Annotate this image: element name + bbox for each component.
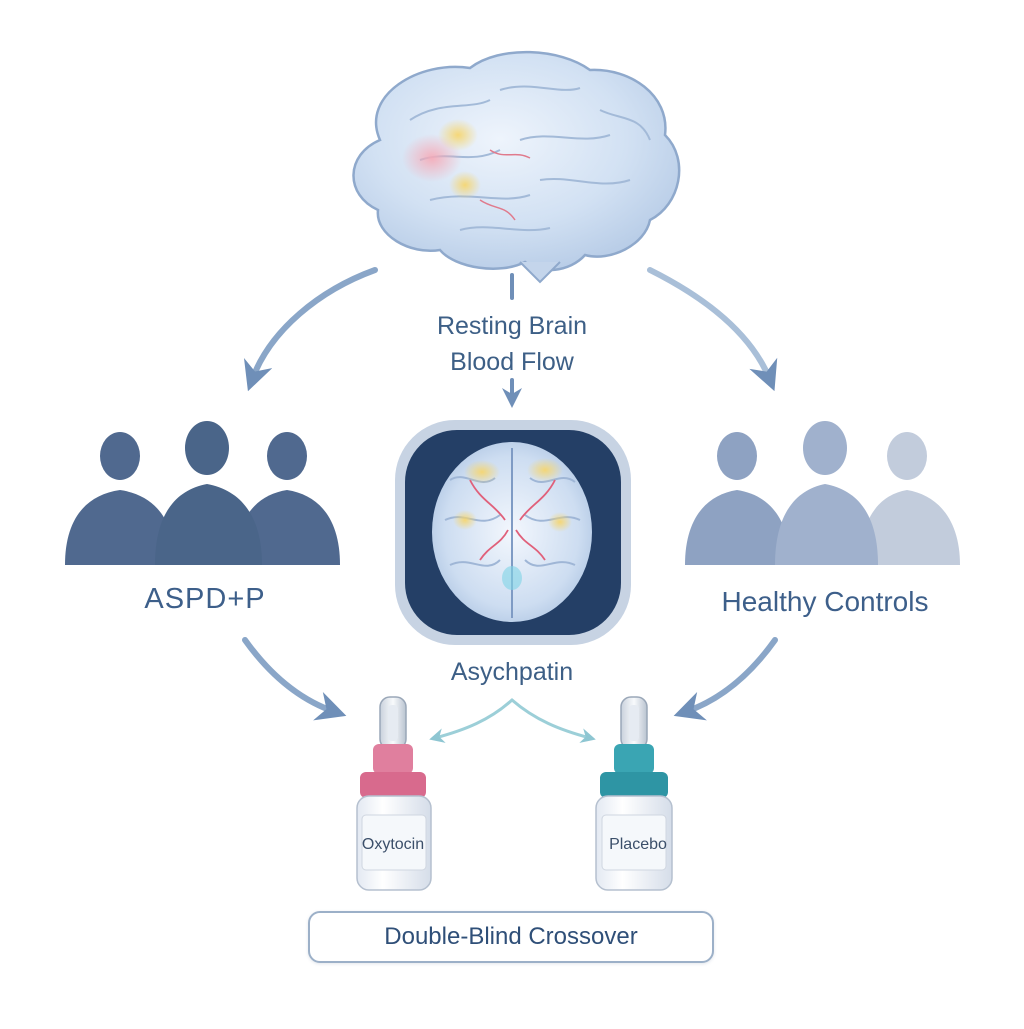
arrow-brain-to-aspd: [243, 267, 378, 392]
scan-label: Asychpatin: [450, 658, 574, 686]
arrow-brain-to-controls: [647, 267, 778, 392]
brain-scan-icon: [395, 420, 631, 645]
brain-icon: [352, 50, 681, 284]
oxytocin-label: Oxytocin: [361, 836, 425, 853]
placebo-label: Placebo: [609, 836, 667, 853]
arrow-controls-to-placebo: [673, 637, 778, 721]
oxytocin-bottle-icon: [356, 696, 432, 891]
crossover-label: Double-Blind Crossover: [384, 923, 638, 950]
group-controls-icon: [685, 421, 960, 565]
center-label-line2: Blood Flow: [450, 348, 574, 376]
group-aspd-icon: [65, 421, 340, 565]
crossover-box: Double-Blind Crossover: [308, 911, 714, 963]
aspd-group-label: ASPD+P: [144, 583, 266, 615]
center-label: Resting Brain Blood Flow: [392, 308, 632, 380]
arrow-scan-to-placebo: [510, 698, 596, 743]
controls-group-label: Healthy Controls: [721, 586, 929, 617]
arrow-scan-to-oxytocin: [429, 698, 514, 743]
arrow-aspd-to-oxytocin: [242, 637, 347, 721]
center-label-line1: Resting Brain: [436, 312, 588, 340]
placebo-bottle-icon: [595, 696, 673, 891]
